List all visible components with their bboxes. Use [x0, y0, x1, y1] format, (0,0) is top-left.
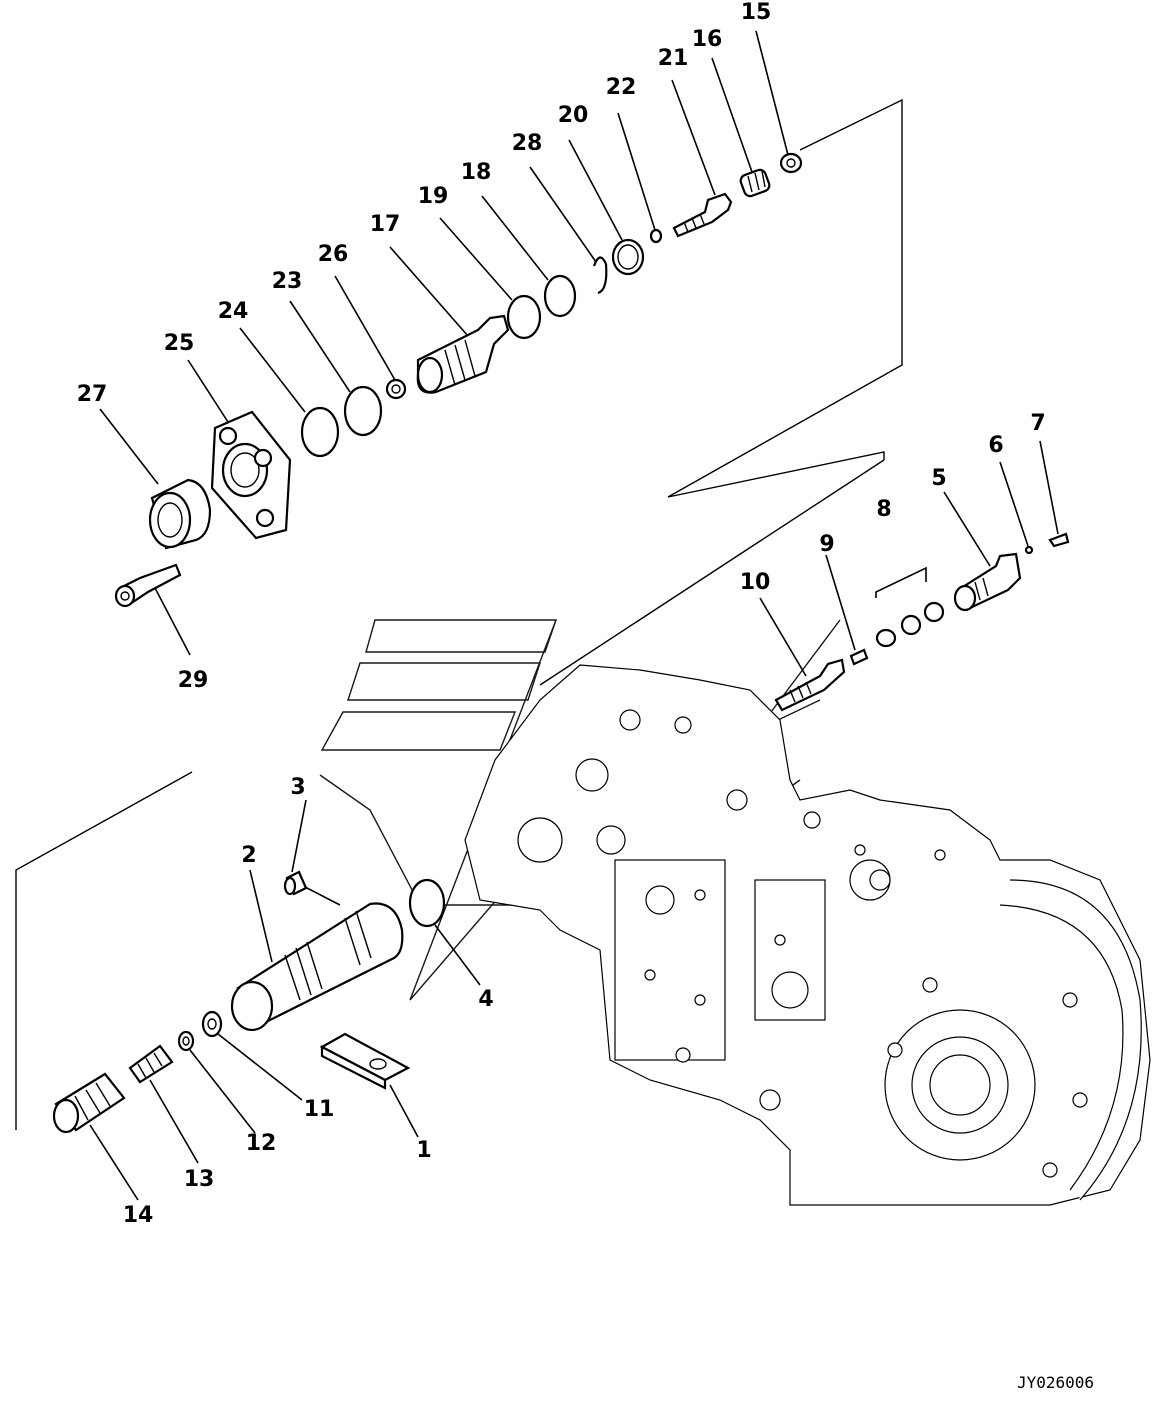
callout-27: 27 [77, 382, 108, 407]
callout-3: 3 [290, 775, 305, 800]
part-15-nut [779, 152, 803, 174]
part-23-oring [343, 385, 383, 437]
part-18-oring [543, 274, 577, 318]
callout-24: 24 [218, 299, 249, 324]
part-1-block [319, 1032, 411, 1090]
callout-28: 28 [512, 131, 543, 156]
part-8-rings [875, 566, 945, 648]
part-4-oring [408, 878, 446, 928]
callout-12: 12 [246, 1131, 277, 1156]
part-28-snap-ring [592, 256, 608, 295]
pump-housing [464, 664, 1151, 1206]
callout-10: 10 [740, 570, 771, 595]
callout-5: 5 [931, 466, 946, 491]
part-24-oring [300, 406, 340, 458]
part-27-cap [148, 478, 212, 550]
callout-13: 13 [184, 1167, 215, 1192]
callout-4: 4 [478, 987, 493, 1012]
assembly-frame-lines [15, 98, 903, 1130]
callout-14: 14 [123, 1203, 154, 1228]
callout-2: 2 [241, 843, 256, 868]
part-10-spool [774, 658, 846, 712]
callout-29: 29 [178, 668, 209, 693]
drawing-code: JY026006 [1017, 1373, 1094, 1392]
callout-26: 26 [318, 242, 349, 267]
part-14-spring [52, 1072, 126, 1134]
part-7-plug [1048, 532, 1070, 548]
part-3-plug [283, 870, 308, 896]
callout-9: 9 [819, 532, 834, 557]
part-13-spring [128, 1044, 174, 1084]
callout-6: 6 [988, 433, 1003, 458]
part-12-seat [177, 1030, 195, 1052]
part-6-ball [1024, 545, 1034, 555]
callout-8: 8 [876, 497, 891, 522]
callout-15: 15 [741, 0, 772, 25]
part-2-sleeve [230, 886, 404, 1032]
part-16-spring [739, 168, 771, 198]
part-26-nut [385, 378, 407, 400]
part-25-flange [210, 410, 292, 540]
part-9-pin [849, 648, 869, 666]
leader-lines [89, 30, 1059, 1201]
callout-23: 23 [272, 269, 303, 294]
part-19-oring [506, 294, 542, 340]
callout-11: 11 [304, 1097, 335, 1122]
callout-7: 7 [1030, 411, 1045, 436]
callout-19: 19 [418, 184, 449, 209]
callout-18: 18 [461, 160, 492, 185]
callout-1: 1 [416, 1138, 431, 1163]
callout-17: 17 [370, 212, 401, 237]
part-20-ring [611, 238, 645, 276]
part-5-plug [953, 552, 1022, 612]
part-22-oring [649, 228, 663, 244]
callout-16: 16 [692, 27, 723, 52]
part-17-piston [416, 314, 510, 394]
callout-labels: 15 16 21 22 20 28 18 19 17 26 23 24 25 2… [77, 0, 1046, 1228]
part-11-washer [201, 1010, 223, 1038]
callout-22: 22 [606, 75, 637, 100]
callout-21: 21 [658, 46, 689, 71]
part-29-bolt [114, 563, 182, 608]
part-21-spool [672, 192, 733, 238]
callout-20: 20 [558, 103, 589, 128]
callout-25: 25 [164, 331, 195, 356]
